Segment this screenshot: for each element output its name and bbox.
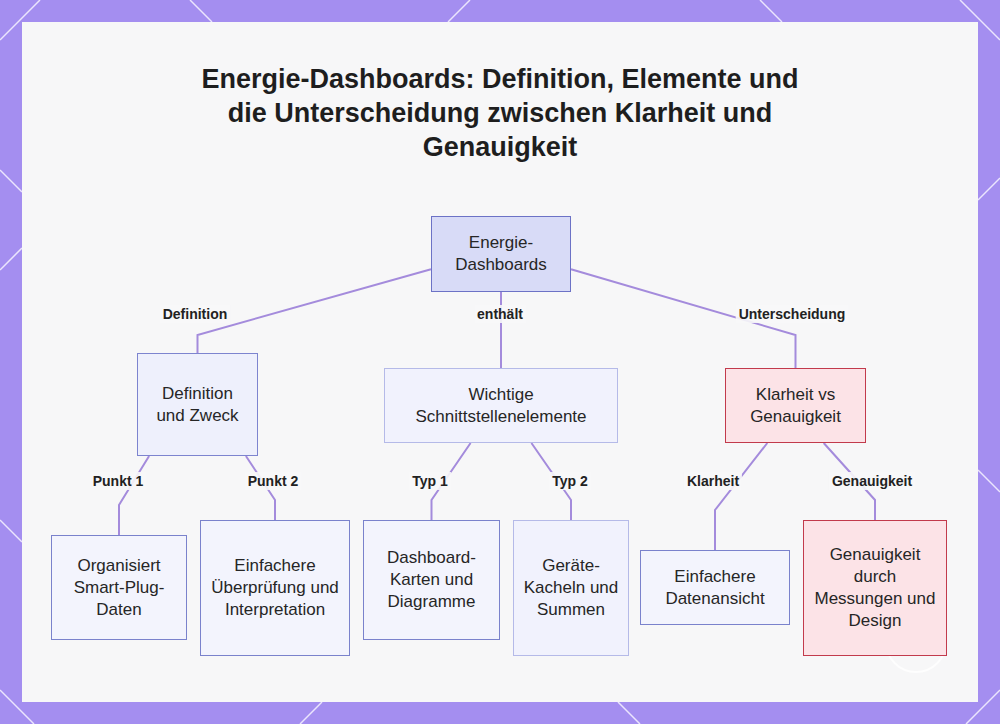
node-text: Wichtige Schnittstellenelemente — [393, 384, 609, 428]
node-text: Dashboard-Karten und Diagramme — [372, 547, 491, 613]
detail-box: Organisiert Smart-Plug-Daten — [51, 535, 187, 640]
node-text-wrap: Einfachere Überprüfung und Interpretatio… — [209, 555, 341, 621]
node-text-wrap: Energie-Dashboards — [440, 232, 562, 276]
node-text: Einfachere Datenansicht — [649, 566, 781, 610]
connector-line — [198, 269, 432, 353]
node-text-wrap: Definition und Zweck — [146, 383, 249, 427]
category-box: Wichtige Schnittstellenelemente — [384, 368, 618, 443]
node-text: Definition und Zweck — [146, 383, 249, 427]
category-box: Klarheit vs Genauigkeit — [725, 368, 866, 443]
node-text-wrap: Geräte-Kacheln und Summen — [522, 555, 620, 621]
root-box: Energie-Dashboards — [431, 216, 571, 292]
edge-label: Definition — [160, 305, 231, 323]
node-text-wrap: Klarheit vs Genauigkeit — [734, 384, 857, 428]
node-text-wrap: Dashboard-Karten und Diagramme — [372, 547, 491, 613]
node-text: Geräte-Kacheln und Summen — [522, 555, 620, 621]
connector-line — [500, 292, 502, 368]
detail-box: Einfachere Überprüfung und Interpretatio… — [200, 520, 350, 656]
detail-box: Dashboard-Karten und Diagramme — [363, 520, 500, 640]
edge-label: Typ 2 — [549, 472, 591, 490]
edge-label: Genauigkeit — [829, 472, 915, 490]
detail-box: Geräte-Kacheln und Summen — [513, 520, 629, 656]
node-text: Einfachere Überprüfung und Interpretatio… — [209, 555, 341, 621]
edge-label: enthält — [474, 305, 526, 323]
connector-line — [715, 443, 767, 550]
node-text: Genauigkeit durch Messungen und Design — [812, 544, 938, 632]
node-text: Organisiert Smart-Plug-Daten — [60, 555, 178, 621]
edge-label: Klarheit — [684, 472, 742, 490]
node-text-wrap: Einfachere Datenansicht — [649, 566, 781, 610]
node-text: Energie-Dashboards — [440, 232, 562, 276]
detail-box: Genauigkeit durch Messungen und Design — [803, 520, 947, 656]
node-text: Klarheit vs Genauigkeit — [734, 384, 857, 428]
detail-box: Einfachere Datenansicht — [640, 550, 790, 625]
edge-label: Punkt 1 — [90, 472, 147, 490]
node-text-wrap: Organisiert Smart-Plug-Daten — [60, 555, 178, 621]
edge-label: Punkt 2 — [245, 472, 302, 490]
node-text-wrap: Wichtige Schnittstellenelemente — [393, 384, 609, 428]
diagram-title: Energie-Dashboards: Definition, Elemente… — [200, 62, 800, 164]
connector-line — [119, 456, 149, 535]
edge-label: Unterscheidung — [736, 305, 849, 323]
category-box: Definition und Zweck — [137, 353, 258, 456]
edge-label: Typ 1 — [409, 472, 451, 490]
node-text-wrap: Genauigkeit durch Messungen und Design — [812, 544, 938, 632]
